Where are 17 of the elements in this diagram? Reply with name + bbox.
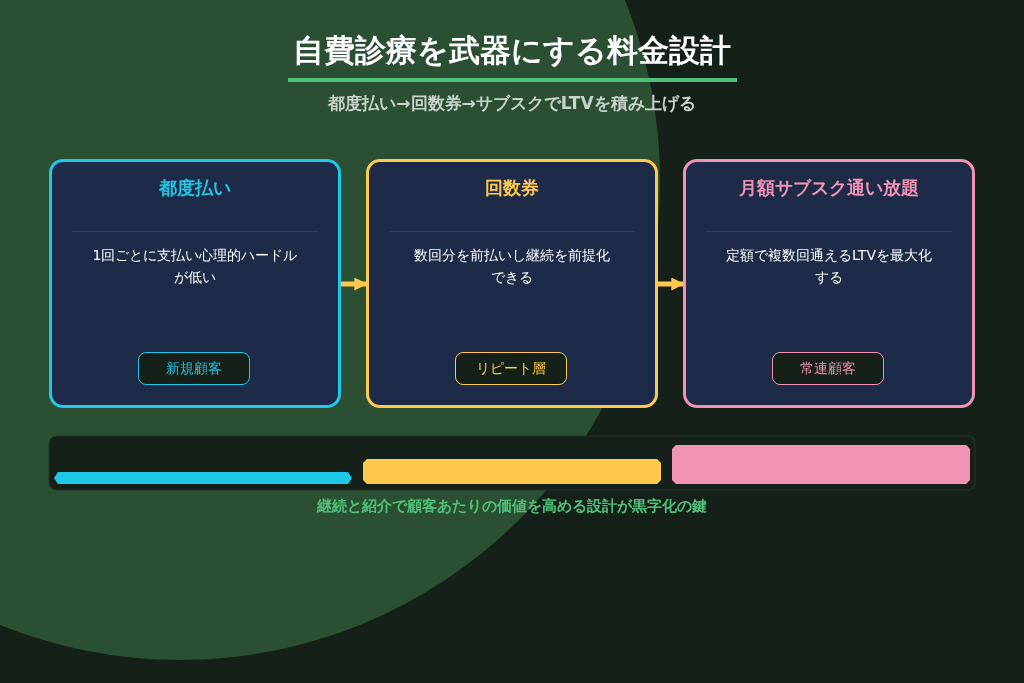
customer-badge: リピート層 [455,352,567,385]
caption: 継続と紹介で顧客あたりの価値を高める設計が黒字化の鍵 [315,497,708,516]
card-description: 数回分を前払いし継続を前提化できる [413,246,611,287]
card-description: 定額で複数回通えるLTVを最大化する [726,246,932,287]
arrow [341,277,368,291]
customer-badge: 新規顧客 [138,352,250,385]
plan-card [366,159,658,408]
customer-badge: 常連顧客 [772,352,884,385]
plan-card [49,159,341,408]
arrow [658,277,685,291]
card-description: 1回ごとに支払い心理的ハードルが低い [92,246,298,287]
card-heading: 回数券 [484,176,540,200]
title: 自費診療を武器にする料金設計 [292,31,732,70]
plan-card [683,159,975,408]
subtitle: 都度払い→回数券→サブスクでLTVを積み上げる [327,92,697,115]
card-heading: 月額サブスク通い放題 [738,176,920,200]
card-heading: 都度払い [158,176,232,200]
